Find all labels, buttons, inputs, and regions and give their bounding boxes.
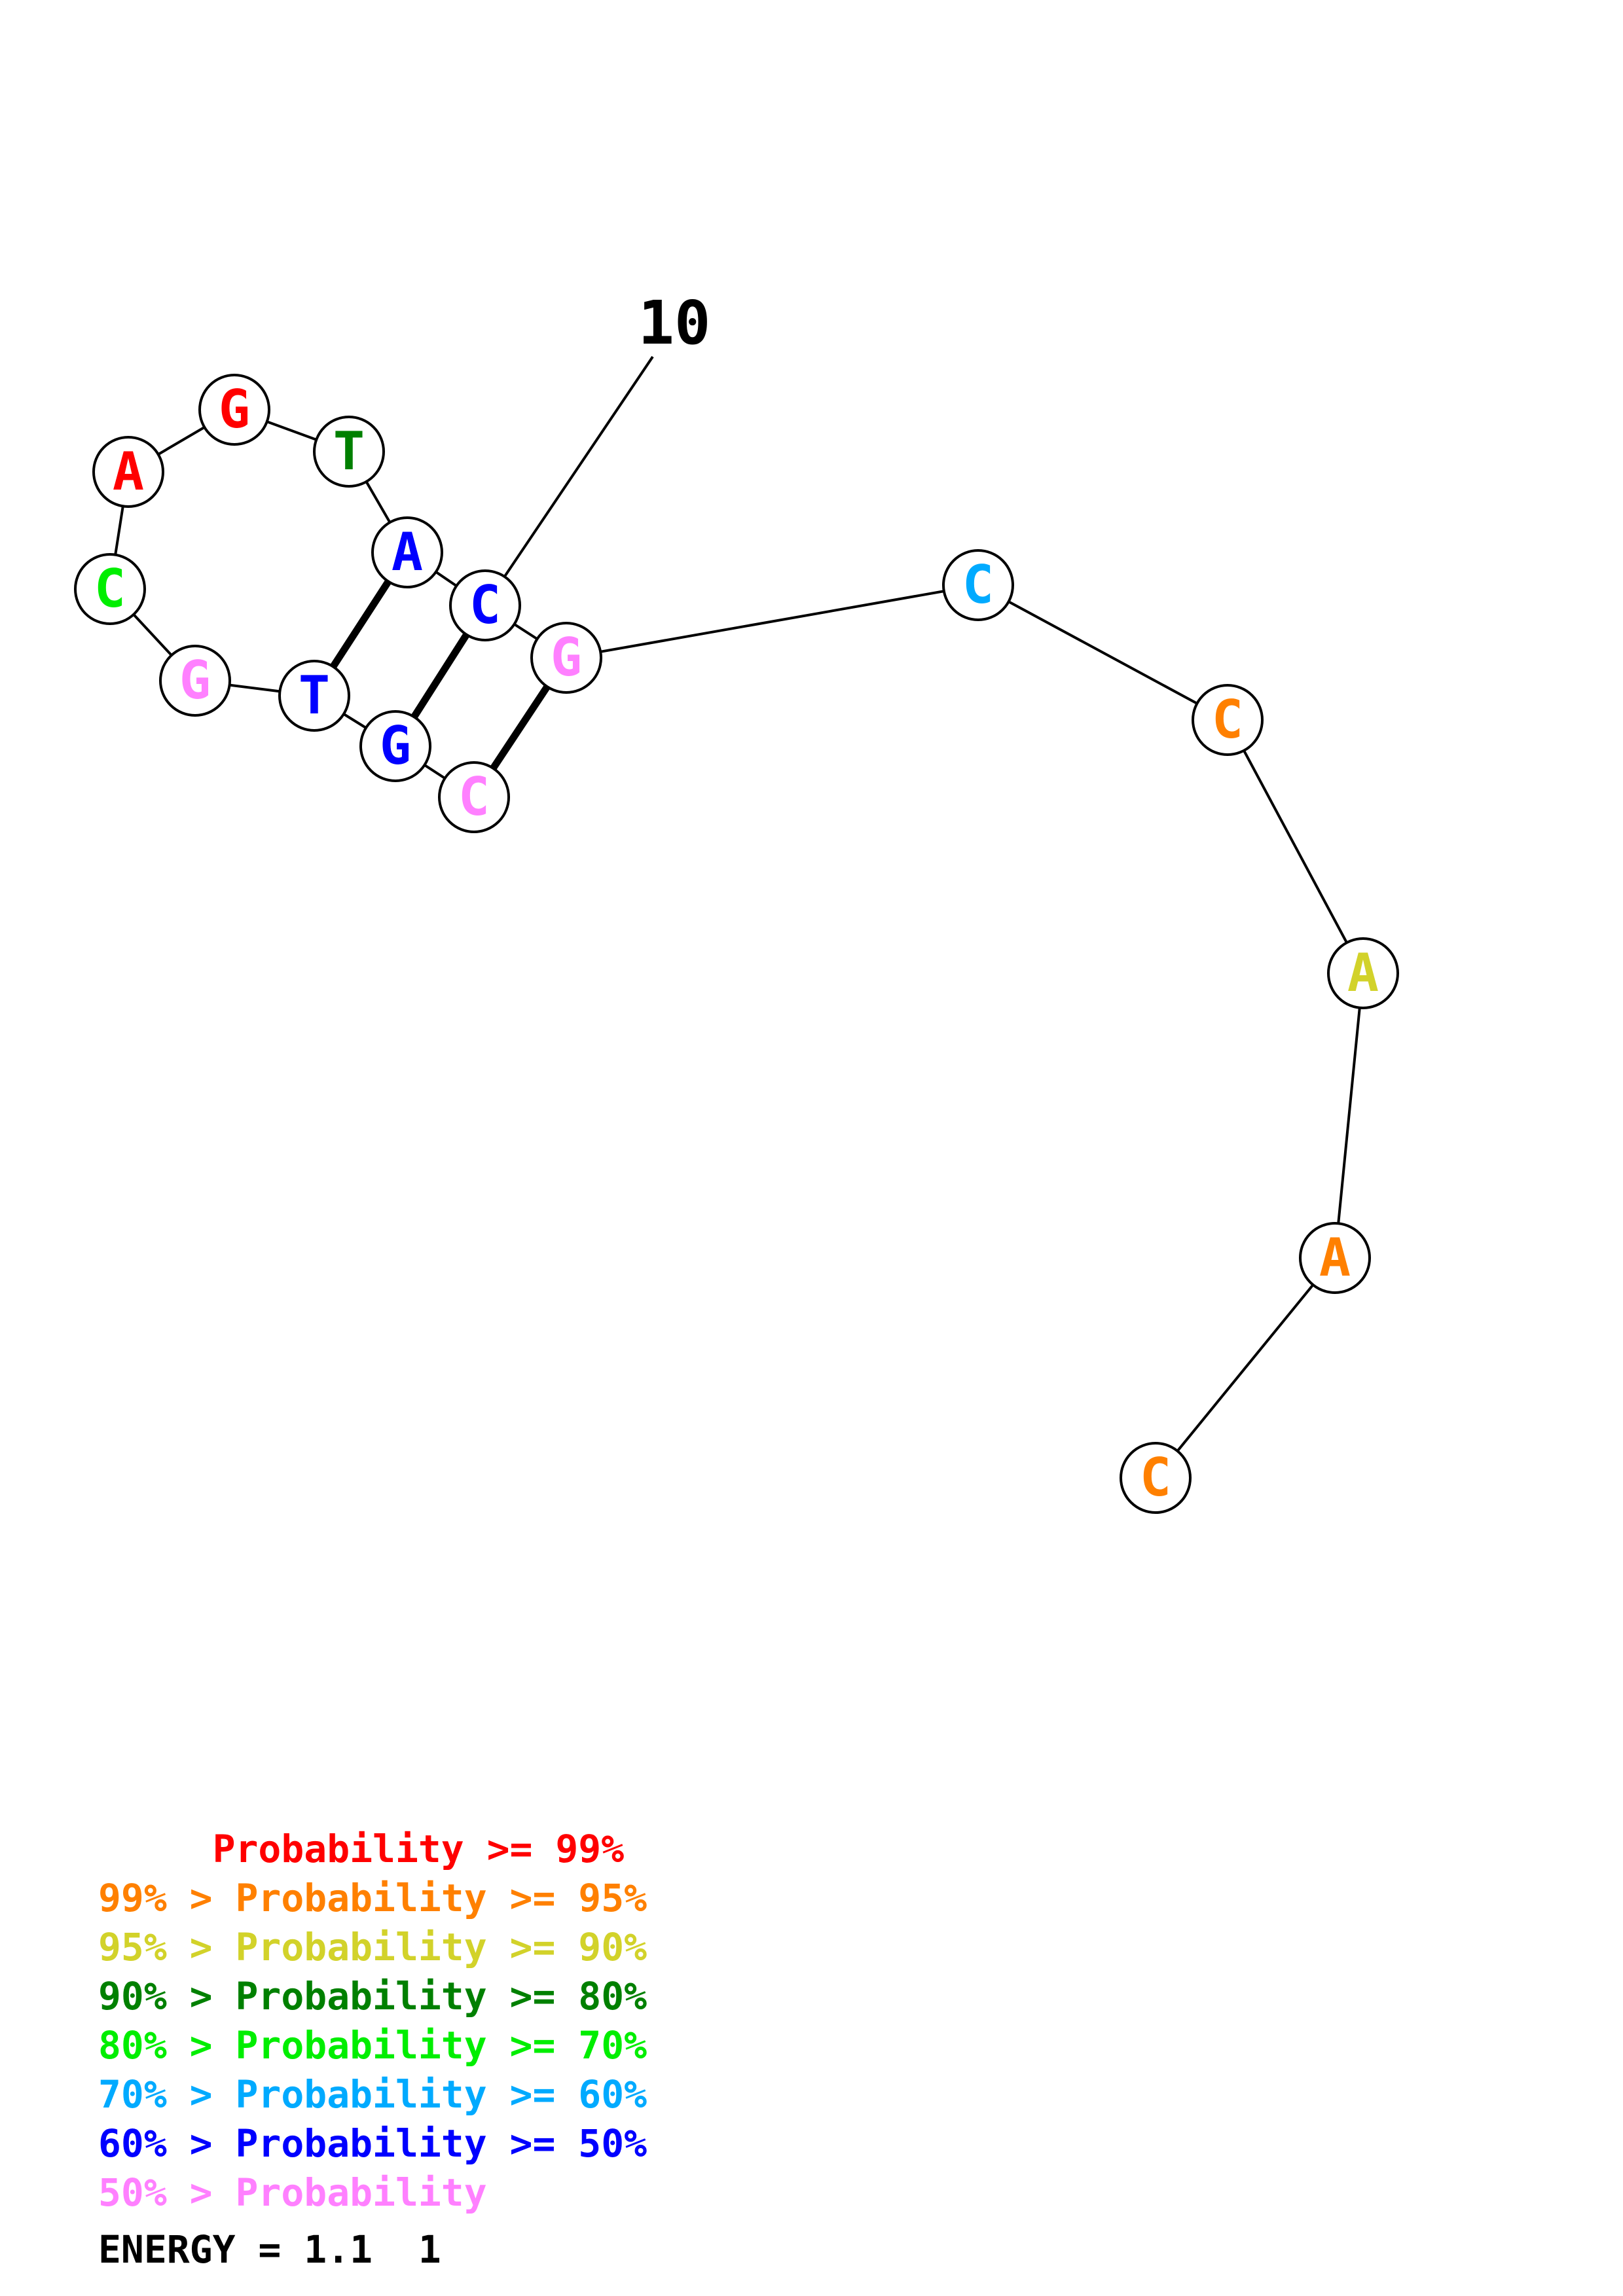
nucleotide-node: A [92,436,164,508]
nucleotide-letter: G [179,650,211,711]
backbone-link [1334,973,1364,1259]
nucleotide-letter: A [113,441,144,502]
nucleotide-letter: C [1212,689,1243,750]
backbone-link [566,584,979,659]
backbone-layer [109,408,1364,1479]
legend-row: 95% > Probability >= 90% [98,1925,647,1969]
energy-readout: ENERGY = 1.1 1 [98,2227,441,2272]
nucleotide-circle [1192,684,1264,756]
nucleotide-circle [198,374,270,446]
nucleotide-node: C [438,761,510,833]
nucleotide-letter: C [962,554,994,615]
nucleotide-node: A [1299,1222,1371,1294]
nucleotide-letter: T [299,665,330,726]
nucleotide-node: A [1327,937,1399,1009]
nucleotide-node: T [313,416,385,488]
nucleotide-letter: C [1140,1447,1171,1508]
nucleotide-circle [449,569,521,641]
legend-row: 60% > Probability >= 50% [98,2121,647,2166]
nucleotide-node: C [74,553,146,625]
index-label-10: 10 [638,288,711,358]
legend-row: 50% > Probability [98,2170,487,2215]
probability-legend: Probability >= 99% 99% > Probability >= 9… [98,1825,818,2217]
nucleotide-circle [1327,937,1399,1009]
nucleotide-node: G [359,710,431,782]
index-tick-line [484,355,654,607]
nucleotide-circle [530,622,602,694]
nucleotide-letter: A [392,522,423,583]
backbone-link [1226,719,1364,974]
nucleotide-node: T [278,660,350,732]
legend-row: 80% > Probability >= 70% [98,2023,647,2068]
nucleotide-node: G [159,645,231,717]
nucleotide-letter: C [94,558,126,619]
nucleotide-node: C [449,569,521,641]
nucleotide-node: C [1192,684,1264,756]
nucleotide-circle [74,553,146,625]
legend-row: 90% > Probability >= 80% [98,1974,647,2018]
nucleotide-node: G [530,622,602,694]
nucleotide-letter: A [1319,1227,1351,1288]
base-pair-layer [311,550,570,800]
legend-row: Probability >= 99% [98,1827,625,1871]
nucleotide-letter: T [333,421,365,482]
index-tick-layer [484,355,654,607]
nucleotide-letter: C [458,766,490,827]
nucleotide-circle [159,645,231,717]
nucleotide-circle [1120,1442,1192,1514]
backbone-link [977,584,1228,721]
nucleotide-circle [92,436,164,508]
nucleotide-node: C [1120,1442,1192,1514]
nucleotide-node: C [942,549,1014,621]
legend-row: 70% > Probability >= 60% [98,2072,647,2117]
nucleotide-letter: C [469,575,501,636]
nucleotide-node: A [371,516,443,588]
nucleotide-letter: A [1347,942,1379,1003]
nucleotide-letter: G [551,627,582,688]
nucleotide-circle [942,549,1014,621]
nucleotide-circle [438,761,510,833]
nucleotide-letter: G [219,379,250,440]
backbone-link [1154,1257,1336,1479]
legend-row: 99% > Probability >= 95% [98,1876,647,1920]
nucleotide-node: G [198,374,270,446]
nucleotide-circle [371,516,443,588]
nucleotide-letter: G [380,715,411,776]
nucleotide-circle [1299,1222,1371,1294]
nucleotide-circle [278,660,350,732]
nucleotide-circle [359,710,431,782]
nucleotide-circle [313,416,385,488]
